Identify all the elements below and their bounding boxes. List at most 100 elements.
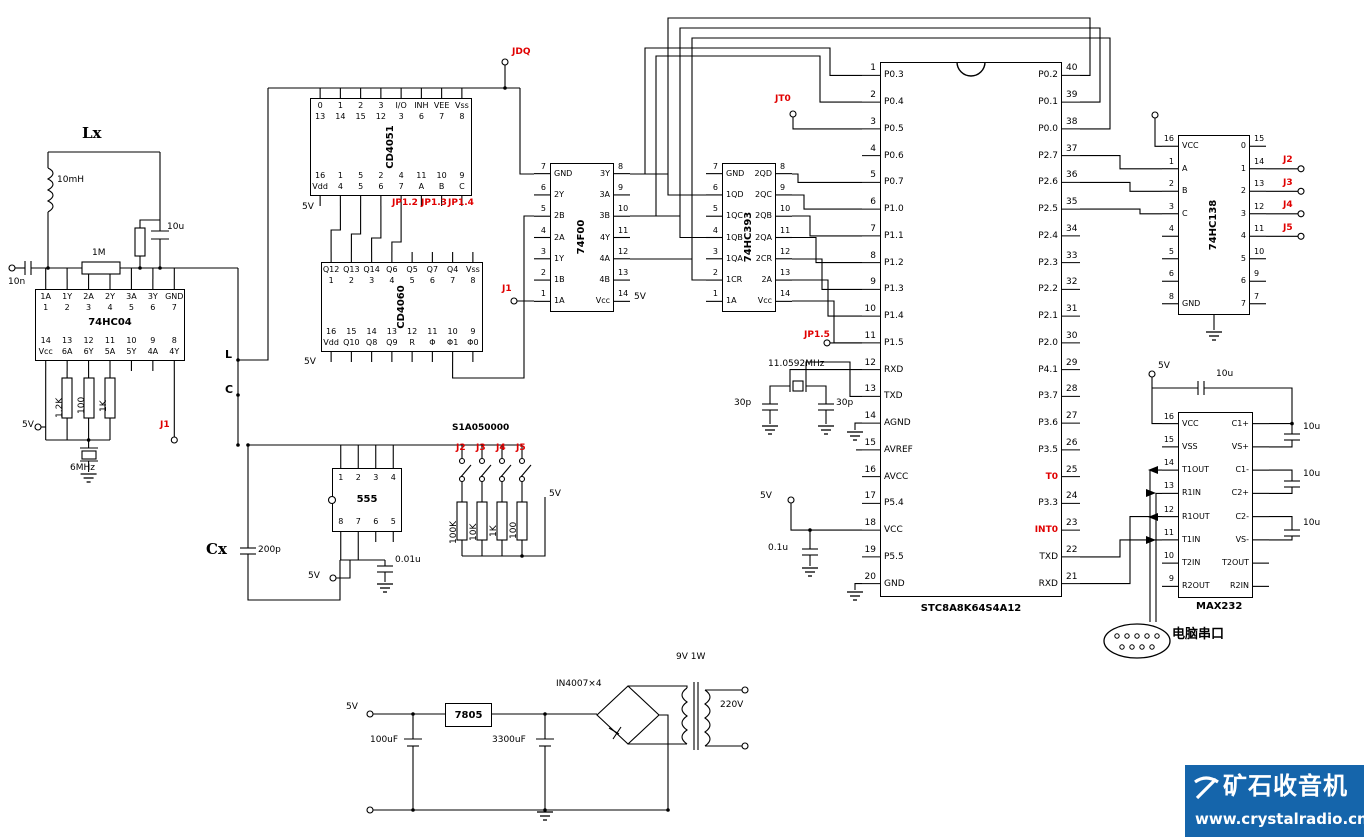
max232-pin-label: R2IN	[1230, 581, 1249, 591]
cd4060-pin-number: 6	[429, 276, 435, 285]
cd4051-pin-number: 8	[459, 112, 465, 121]
mcu-pin-number: 5	[870, 170, 876, 181]
f00-pin-number: 10	[618, 204, 629, 214]
cd4060-pin-label: Q10	[343, 338, 360, 347]
hc393-name: 74HC393	[743, 211, 754, 263]
hc393-pin-number: 4	[712, 225, 718, 235]
mcu-pin-number: 37	[1066, 143, 1078, 154]
terminal-circle	[1297, 210, 1305, 218]
mcu-pin-number: 1	[870, 63, 876, 74]
mcu-pin-number: 3	[870, 116, 876, 127]
cap-10u-value: 10u	[167, 222, 185, 232]
hc393-pin-number: 9	[780, 182, 786, 192]
mcu-pin-number: 18	[864, 518, 876, 529]
wire	[769, 385, 790, 404]
cd4060-pin-label: Φ0	[467, 338, 479, 347]
cd4051-pin-number: 14	[335, 112, 346, 121]
relay-model-label: S1A050000	[452, 423, 510, 433]
hc138-pin-number: 4	[1168, 224, 1174, 234]
cd4060-pin-label: Φ	[429, 338, 436, 347]
connector-pin	[1139, 644, 1145, 650]
cd4060-pin-label: Q13	[343, 265, 360, 274]
terminal-circle	[1297, 187, 1305, 195]
max232-pin-label: T2OUT	[1221, 558, 1249, 568]
f00-pin-label: 3B	[599, 211, 610, 221]
mcu-pin-label: P2.7	[1038, 150, 1058, 161]
mains-voltage-label: 220V	[720, 700, 744, 710]
hc393-pin-number: 8	[780, 161, 786, 171]
mcu-pin-number: 2	[870, 90, 876, 101]
terminal-circle	[741, 742, 749, 750]
mcu-pin-label: RXD	[884, 364, 904, 375]
junction-dot	[543, 808, 547, 812]
cd4060-pin-number: 5	[409, 276, 415, 285]
f00-pin-number: 14	[618, 289, 629, 299]
hc393-pin-label: 2QD	[754, 168, 772, 178]
component-body	[134, 227, 146, 257]
relay-j4-label: J4	[496, 443, 506, 453]
mcu-pin-number: 12	[864, 357, 876, 368]
cd4051-pin-number: 6	[418, 112, 424, 121]
wire	[459, 464, 472, 479]
cd4060-pin-number: 9	[470, 327, 476, 336]
serial-port-label: 电脑串口	[1172, 627, 1225, 642]
wire	[854, 422, 862, 430]
hc393-pin-number: 1	[712, 289, 718, 299]
max232-pin-label: R2OUT	[1182, 581, 1210, 591]
connector-pin	[1154, 633, 1160, 639]
hc138-pin-label: GND	[1182, 298, 1201, 308]
f00-pin-label: 4Y	[600, 232, 610, 242]
cap-10n-value: 10n	[8, 277, 26, 287]
max232-pin-label: C2+	[1231, 488, 1249, 498]
hc04-pin-number: 13	[62, 336, 73, 345]
hc393-pin-number: 14	[780, 289, 791, 299]
f00-pin-number: 9	[618, 182, 624, 192]
hc04-pin-number: 3	[86, 303, 92, 312]
arrow-mark	[1148, 513, 1158, 521]
wire	[806, 385, 827, 404]
junction-dot	[46, 266, 50, 270]
wire	[1269, 487, 1293, 494]
wire	[46, 167, 54, 213]
hc04-pin-label: 4Y	[169, 347, 180, 356]
cd4051-pin-number: 12	[375, 112, 386, 121]
cd4060-pin-number: 12	[407, 327, 418, 336]
f00-pin-number: 13	[618, 268, 629, 278]
mcu-pin-number: 11	[864, 330, 876, 341]
mcu-pin-number: 4	[870, 143, 876, 154]
t555-pin-number: 2	[355, 473, 361, 482]
hc04-pin-label: 4A	[147, 347, 159, 356]
reg-name: 7805	[454, 710, 483, 721]
decoder-j2-label: J2	[1283, 155, 1293, 165]
hc04-pin-label: 2A	[83, 292, 94, 301]
hc04-pin-label: 1Y	[62, 292, 73, 301]
wire	[1149, 469, 1162, 622]
hc138-pin-number: 12	[1254, 201, 1265, 211]
f00-pin-number: 5	[540, 204, 546, 214]
hc04-pin-label: Vcc	[38, 347, 53, 356]
mcu-pin-number: 31	[1066, 304, 1078, 315]
hc138-pin-number: 15	[1254, 134, 1265, 144]
jumper-jp123-label: JP1.2 JP1.3	[392, 198, 447, 208]
terminal-circle	[34, 423, 42, 431]
terminal-circle	[458, 475, 466, 483]
junction-dot	[503, 86, 507, 90]
cd4051-pin-number: 5	[358, 171, 364, 180]
junction-dot	[86, 438, 91, 442]
wire	[1269, 516, 1293, 530]
mcu-pin-number: 38	[1066, 116, 1078, 127]
hc138-pin-number: 11	[1254, 224, 1265, 234]
max232-pin-number: 13	[1163, 481, 1174, 491]
wire	[612, 726, 622, 740]
wire	[1080, 516, 1162, 585]
cd4051-pin-label: Vdd	[312, 182, 328, 191]
wire	[330, 206, 341, 252]
f00-box	[550, 163, 614, 312]
decoder-j4-label: J4	[1283, 200, 1293, 210]
max232-pin-label: VSS	[1182, 441, 1198, 451]
mcu-pin-number: 17	[864, 491, 876, 502]
jumper-j1-label-1: J1	[160, 420, 170, 430]
wire	[1269, 440, 1293, 448]
cd4060-pin-number: 13	[386, 327, 397, 336]
terminal-circle	[1297, 232, 1305, 240]
